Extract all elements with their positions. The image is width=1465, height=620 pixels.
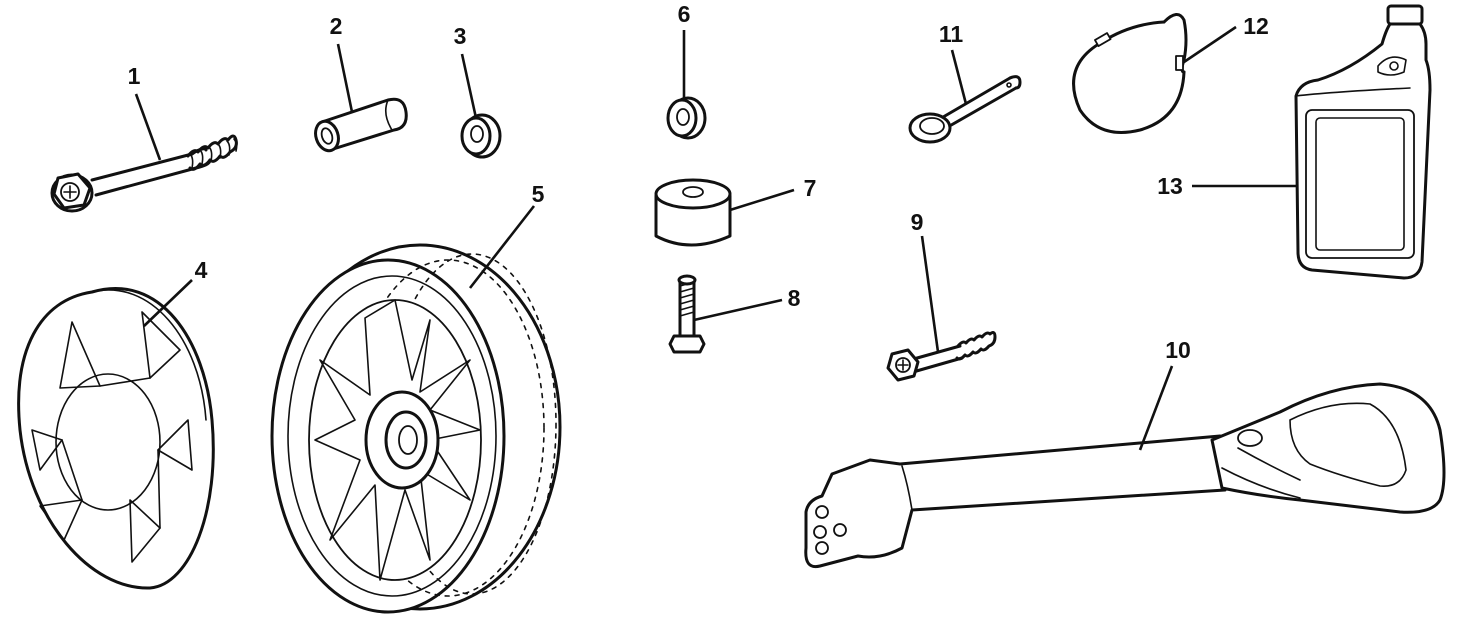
callout-4: 4 xyxy=(195,257,208,283)
part-6-nut xyxy=(666,96,707,140)
callout-12: 12 xyxy=(1243,13,1269,39)
callout-5: 5 xyxy=(532,181,545,207)
part-9-bolt xyxy=(886,331,997,382)
leader-10 xyxy=(1138,365,1174,451)
callout-2: 2 xyxy=(330,13,343,39)
leader-1 xyxy=(134,93,162,161)
leader-2 xyxy=(336,43,354,113)
callout-8: 8 xyxy=(788,285,801,311)
callout-3: 3 xyxy=(454,23,467,49)
leader-lines xyxy=(134,25,1296,451)
leader-12 xyxy=(1183,25,1237,64)
part-10-handle xyxy=(804,382,1446,569)
part-2-spacer-tube xyxy=(314,97,408,153)
callout-1: 1 xyxy=(128,63,141,89)
leader-3 xyxy=(460,53,478,119)
callout-11: 11 xyxy=(939,21,964,47)
leader-5 xyxy=(468,205,536,289)
leader-9 xyxy=(920,235,940,353)
callout-10: 10 xyxy=(1165,337,1191,363)
callout-6: 6 xyxy=(678,1,691,27)
leader-7 xyxy=(729,188,795,212)
part-11-hitch-pin xyxy=(908,75,1022,144)
part-4-hub-cap xyxy=(17,286,215,590)
callout-labels: 1 2 3 4 5 6 7 8 9 10 11 12 13 xyxy=(128,1,1269,363)
part-3-nut xyxy=(460,113,502,159)
leader-4 xyxy=(143,279,193,327)
leader-8 xyxy=(693,298,783,322)
part-12-cable xyxy=(1072,13,1188,134)
callout-9: 9 xyxy=(911,209,924,235)
part-5-wheel xyxy=(270,243,562,614)
callout-7: 7 xyxy=(804,175,817,201)
part-13-oil-bottle xyxy=(1294,4,1432,280)
part-8-small-bolt xyxy=(668,274,706,354)
callout-13: 13 xyxy=(1157,173,1183,199)
leader-11 xyxy=(950,49,968,105)
part-1-long-bolt xyxy=(50,134,238,213)
part-7-bumper xyxy=(654,178,732,247)
